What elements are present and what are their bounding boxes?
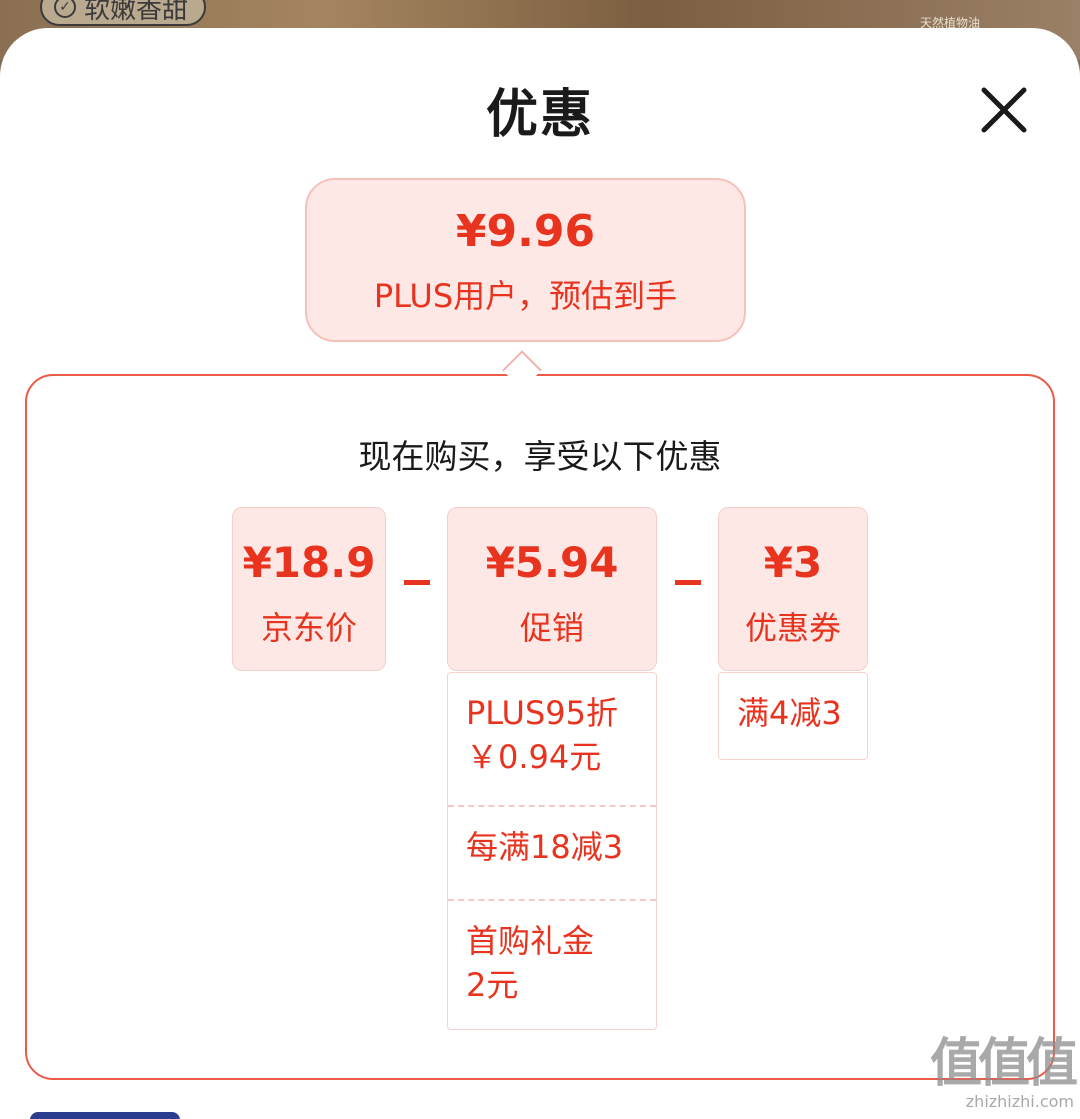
coupon-detail-item: 满4减3 xyxy=(737,694,842,732)
site-watermark: 值值值 zhizhizhi.com xyxy=(928,1034,1078,1116)
jd-price-amount: ¥18.9 xyxy=(242,538,376,587)
bottom-button-peek xyxy=(30,1112,180,1119)
estimated-price: ¥9.96 xyxy=(455,206,596,257)
estimated-price-label: PLUS用户，预估到手 xyxy=(373,277,678,315)
sheet-title: 优惠 xyxy=(485,85,594,145)
coupon-card: ¥3 优惠券 xyxy=(718,507,868,671)
close-icon xyxy=(981,87,1027,133)
promotion-detail-item: 每满18减3 xyxy=(448,805,656,899)
background-chip-label: 软嫩香甜 xyxy=(84,0,189,25)
promotion-amount: ¥5.94 xyxy=(485,538,619,587)
background-feature-chip: ✓ 软嫩香甜 xyxy=(40,0,207,26)
promotion-detail-item: PLUS95折 ￥0.94元 xyxy=(466,694,618,776)
close-button[interactable] xyxy=(968,74,1040,146)
promotion-details: PLUS95折 ￥0.94元 每满18减3 首购礼金 2元 xyxy=(447,672,657,1030)
minus-sign xyxy=(404,580,430,585)
background-tag-text: 天然植物油 xyxy=(920,16,981,30)
breakdown-heading: 现在购买，享受以下优惠 xyxy=(358,437,722,476)
promotion-detail-item: 首购礼金 2元 xyxy=(448,899,656,1025)
discount-breakdown-box: 现在购买，享受以下优惠 ¥18.9 京东价 ¥5.94 促销 PLUS95折 ￥… xyxy=(25,374,1055,1080)
promotion-card: ¥5.94 促销 xyxy=(447,507,657,671)
coupon-details: 满4减3 xyxy=(718,672,868,760)
watermark-url: zhizhizhi.com xyxy=(965,1092,1074,1111)
discount-bottom-sheet: 优惠 ¥9.96 PLUS用户，预估到手 现在购买，享受以下优惠 ¥18.9 京… xyxy=(0,28,1080,1119)
coupon-caption: 优惠券 xyxy=(744,609,841,647)
minus-sign xyxy=(675,580,701,585)
promotion-caption: 促销 xyxy=(519,609,584,647)
check-circle-icon: ✓ xyxy=(54,0,76,18)
estimated-price-bubble: ¥9.96 PLUS用户，预估到手 xyxy=(305,178,746,342)
jd-price-card: ¥18.9 京东价 xyxy=(232,507,386,671)
coupon-amount: ¥3 xyxy=(763,538,823,587)
watermark-logo: 值值值 xyxy=(929,1034,1078,1094)
jd-price-caption: 京东价 xyxy=(260,609,357,647)
